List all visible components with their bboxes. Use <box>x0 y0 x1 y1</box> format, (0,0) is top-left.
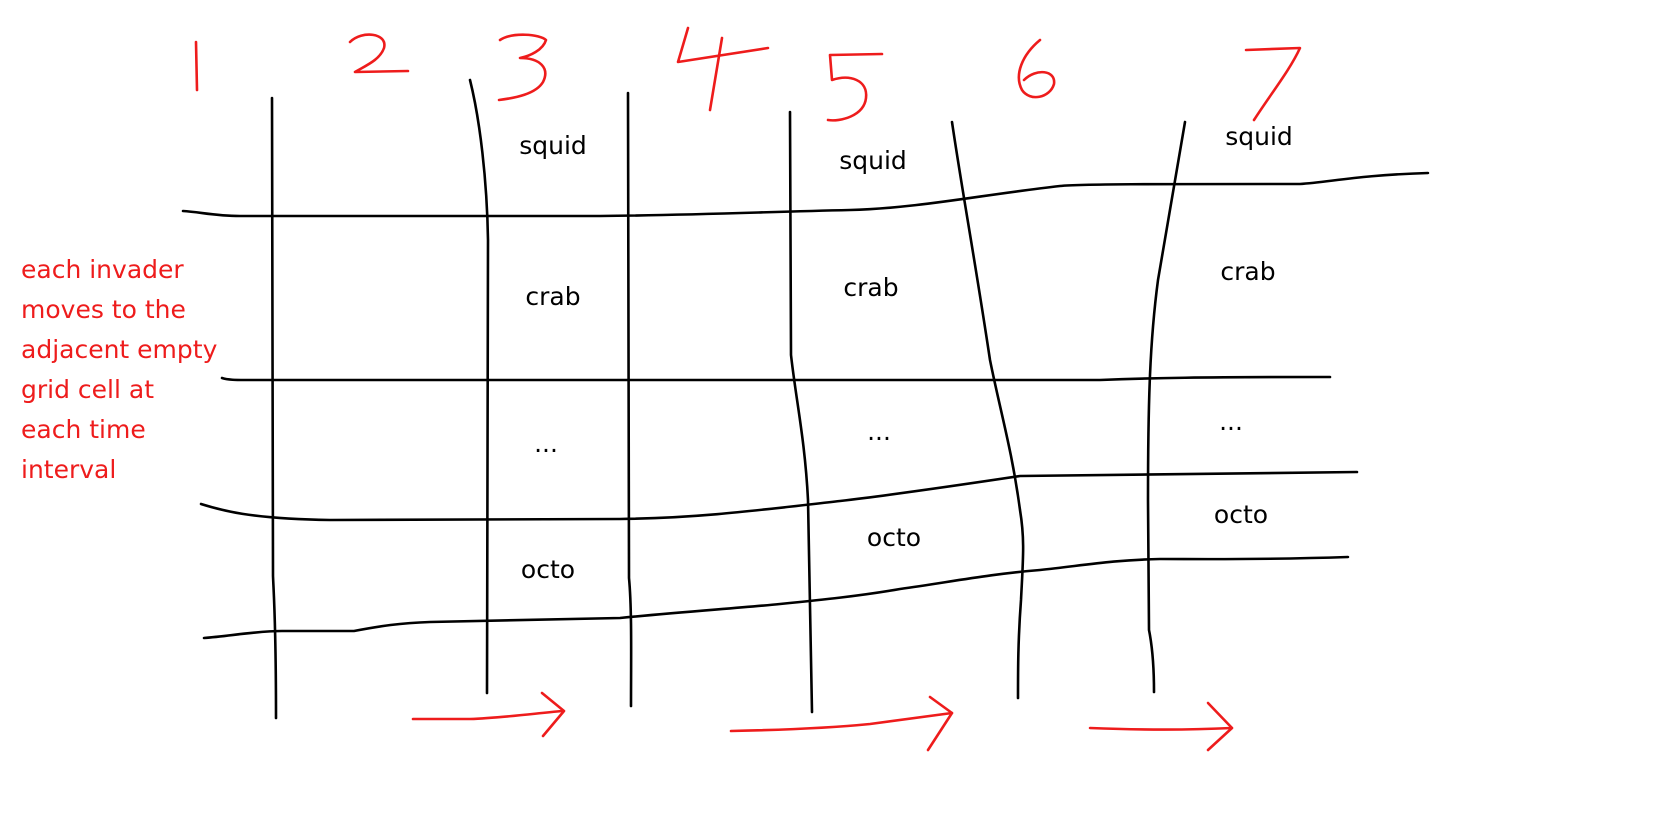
column-7-labels: squid crab ... octo <box>1214 122 1293 529</box>
column-number-2 <box>348 33 410 74</box>
grid-lines <box>181 78 1430 720</box>
grid-vertical-line <box>468 78 490 695</box>
column-3-labels: squid crab ... octo <box>519 131 587 584</box>
cell-label-crab: crab <box>1220 257 1275 286</box>
grid-vertical-line <box>1146 120 1187 694</box>
note-line: moves to the <box>21 295 186 324</box>
column-number-4 <box>676 26 770 112</box>
grid-horizontal-line <box>181 171 1430 218</box>
cell-label-crab: crab <box>843 273 898 302</box>
note-line: grid cell at <box>21 375 154 404</box>
column-number-6 <box>1017 38 1056 99</box>
cell-label-squid: squid <box>1225 122 1293 151</box>
column-number-1 <box>194 40 199 92</box>
note-line: adjacent empty <box>21 335 218 364</box>
cell-label-ellipsis: ... <box>867 417 891 446</box>
column-number-5 <box>826 52 884 122</box>
grid-vertical-line <box>626 91 633 708</box>
grid-horizontal-line <box>202 555 1350 640</box>
cell-label-octo: octo <box>521 555 575 584</box>
arrow-right-icon <box>1088 701 1234 752</box>
cell-label-ellipsis: ... <box>534 429 558 458</box>
cell-label-ellipsis: ... <box>1219 407 1243 436</box>
note-line: interval <box>21 455 117 484</box>
grid-horizontal-line <box>220 375 1332 382</box>
grid-vertical-line <box>270 96 278 720</box>
note-line: each time <box>21 415 146 444</box>
movement-rule-note: each invader moves to the adjacent empty… <box>21 250 281 490</box>
cell-label-squid: squid <box>519 131 587 160</box>
column-number-3 <box>497 33 548 102</box>
cell-label-squid: squid <box>839 146 907 175</box>
note-line: each invader <box>21 255 184 284</box>
column-5-labels: squid crab ... octo <box>839 146 921 552</box>
column-number-7 <box>1244 46 1302 122</box>
arrow-right-icon <box>411 691 566 738</box>
arrow-right-icon <box>729 695 954 752</box>
grid-horizontal-line <box>199 470 1359 522</box>
cell-label-octo: octo <box>867 523 921 552</box>
grid-vertical-line <box>788 110 814 714</box>
cell-label-octo: octo <box>1214 500 1268 529</box>
cell-label-crab: crab <box>525 282 580 311</box>
grid-vertical-line <box>950 120 1025 700</box>
